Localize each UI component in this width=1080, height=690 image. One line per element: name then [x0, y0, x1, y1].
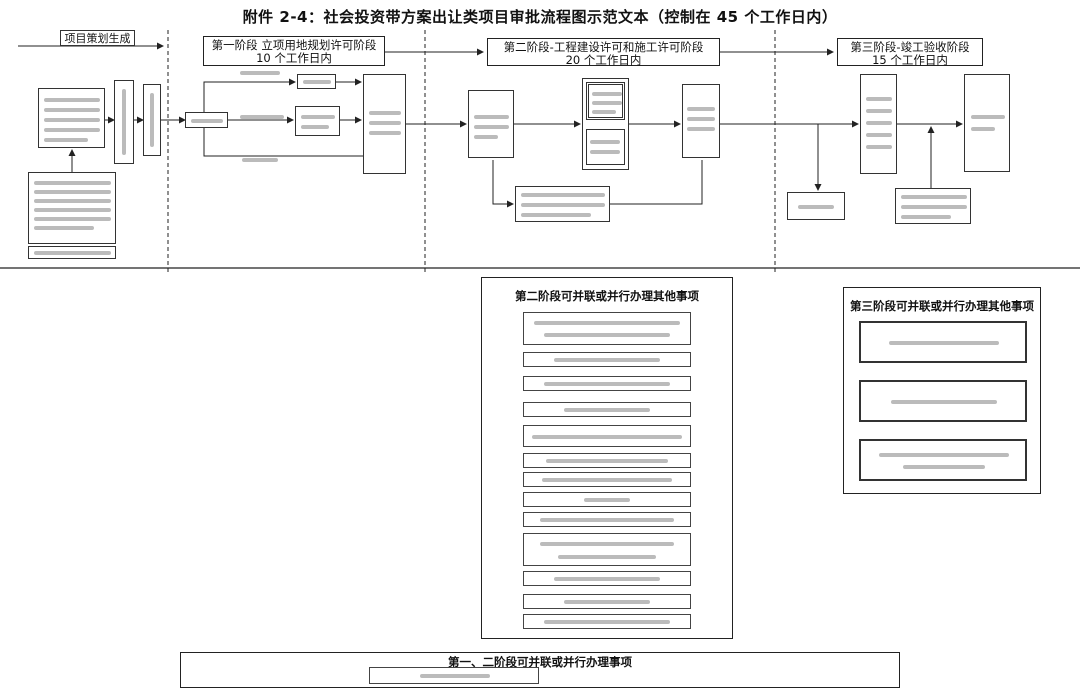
flow-box [964, 74, 1010, 172]
list-item [523, 402, 691, 417]
stage3-parallel-title: 第三阶段可并联或并行办理其他事项 [850, 299, 1034, 313]
branch-label [242, 158, 278, 162]
list-item [859, 321, 1027, 363]
flow-box [28, 172, 116, 244]
list-item [859, 439, 1027, 481]
flow-box [38, 88, 105, 148]
flow-box [297, 74, 336, 89]
stage1-name: 第一阶段 立项用地规划许可阶段 [211, 38, 377, 52]
stage1-days: 10 个工作日内 [256, 51, 332, 65]
list-item [523, 614, 691, 629]
list-item [523, 472, 691, 487]
stage2-days: 20 个工作日内 [565, 53, 642, 67]
stage3-days: 15 个工作日内 [872, 53, 948, 67]
list-item [523, 453, 691, 468]
project-start-label: 项目策划生成 [64, 32, 131, 45]
list-item [523, 425, 691, 447]
stage3-name: 第三阶段-竣工验收阶段 [850, 40, 970, 54]
list-item [523, 312, 691, 345]
list-item [523, 533, 691, 566]
flow-box [114, 80, 134, 164]
flow-box [515, 186, 610, 222]
stage2-parallel-title: 第二阶段可并联或并行办理其他事项 [515, 289, 699, 303]
flow-box [682, 84, 720, 158]
list-item [523, 492, 691, 507]
flow-box [28, 246, 116, 259]
flow-box [586, 82, 625, 120]
list-item [523, 512, 691, 527]
flow-box [582, 78, 629, 170]
stage2-header: 第二阶段-工程建设许可和施工许可阶段 20 个工作日内 [487, 38, 720, 67]
stage1-header: 第一阶段 立项用地规划许可阶段 10 个工作日内 [203, 36, 385, 66]
stage2-name: 第二阶段-工程建设许可和施工许可阶段 [503, 40, 704, 54]
list-item [523, 376, 691, 391]
branch-label [240, 71, 280, 75]
list-item [523, 352, 691, 367]
list-item [859, 380, 1027, 422]
list-item [523, 571, 691, 586]
flow-box [895, 188, 971, 224]
flow-box [860, 74, 897, 174]
flow-box [363, 74, 406, 174]
stage12-parallel-title: 第一、二阶段可并联或并行办理事项 [448, 655, 632, 669]
flow-box [787, 192, 845, 220]
flow-box [143, 84, 161, 156]
project-start-box: 项目策划生成 [60, 30, 135, 46]
stage12-parallel-panel: 第一、二阶段可并联或并行办理事项 [180, 652, 900, 688]
branch-label [240, 115, 284, 119]
page-title: 附件 2-4：社会投资带方案出让类项目审批流程图示范文本（控制在 45 个工作日… [242, 8, 838, 26]
flow-box [295, 106, 340, 136]
list-item [369, 667, 539, 684]
stage3-header: 第三阶段-竣工验收阶段 15 个工作日内 [837, 38, 983, 67]
flow-box [185, 112, 228, 128]
flow-box [468, 90, 514, 158]
list-item [523, 594, 691, 609]
flow-box [586, 129, 625, 165]
